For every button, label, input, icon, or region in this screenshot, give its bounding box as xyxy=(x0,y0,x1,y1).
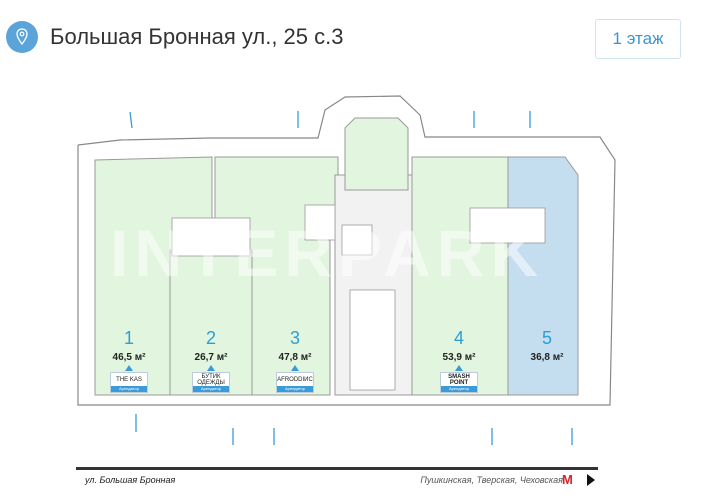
tenant-role: Арендатор xyxy=(193,386,229,392)
metro-stations: Пушкинская, Тверская, Чеховская xyxy=(420,475,563,485)
tenant-name: THE KAS xyxy=(116,376,142,383)
direction-arrow-icon xyxy=(587,474,595,486)
tenant-badge: THE KAS Арендатор xyxy=(110,372,148,393)
unit-area: 26,7 м² xyxy=(194,352,228,363)
tenant-badge: AFRODDIИС Арендатор xyxy=(276,372,314,393)
unit-1-area[interactable] xyxy=(94,156,213,396)
tenant-name: SMASH POINT xyxy=(448,373,470,386)
unit-number: 5 xyxy=(541,328,552,348)
unit-5-label[interactable]: 5 36,8 м² xyxy=(502,328,592,363)
pointer-icon xyxy=(207,365,215,371)
street-line xyxy=(76,467,598,470)
unit-number: 1 xyxy=(123,328,134,348)
location-pin-icon xyxy=(6,21,38,53)
tenant-role: Арендатор xyxy=(441,386,477,392)
watermark: INTERPARK xyxy=(110,216,545,290)
tenant-role: Арендатор xyxy=(277,386,313,392)
unit-3-label[interactable]: 3 47,8 м² AFRODDIИС Арендатор xyxy=(250,328,340,393)
pointer-icon xyxy=(125,365,133,371)
unit-number: 3 xyxy=(289,328,300,348)
pointer-icon xyxy=(455,365,463,371)
floor-selector-button[interactable]: 1 этаж xyxy=(595,19,681,59)
unit-area: 36,8 м² xyxy=(530,352,564,363)
tenant-name: AFRODDIИС xyxy=(277,376,313,383)
unit-number: 4 xyxy=(453,328,464,348)
core-green-area xyxy=(344,117,409,191)
address-title: Большая Бронная ул., 25 с.3 xyxy=(50,24,344,49)
metro-logo-icon: М xyxy=(562,472,573,487)
unit-area: 53,9 м² xyxy=(442,352,476,363)
unit-1-label[interactable]: 1 46,5 м² THE KAS Арендатор xyxy=(84,328,174,393)
unit-number: 2 xyxy=(205,328,216,348)
tenant-role: Арендатор xyxy=(111,386,147,392)
street-name: ул. Большая Бронная xyxy=(85,475,176,485)
unit-area: 46,5 м² xyxy=(112,352,146,363)
pointer-icon xyxy=(291,365,299,371)
unit-area: 47,8 м² xyxy=(278,352,312,363)
tenant-name: БУТИК ОДЕЖДЫ xyxy=(197,373,225,386)
